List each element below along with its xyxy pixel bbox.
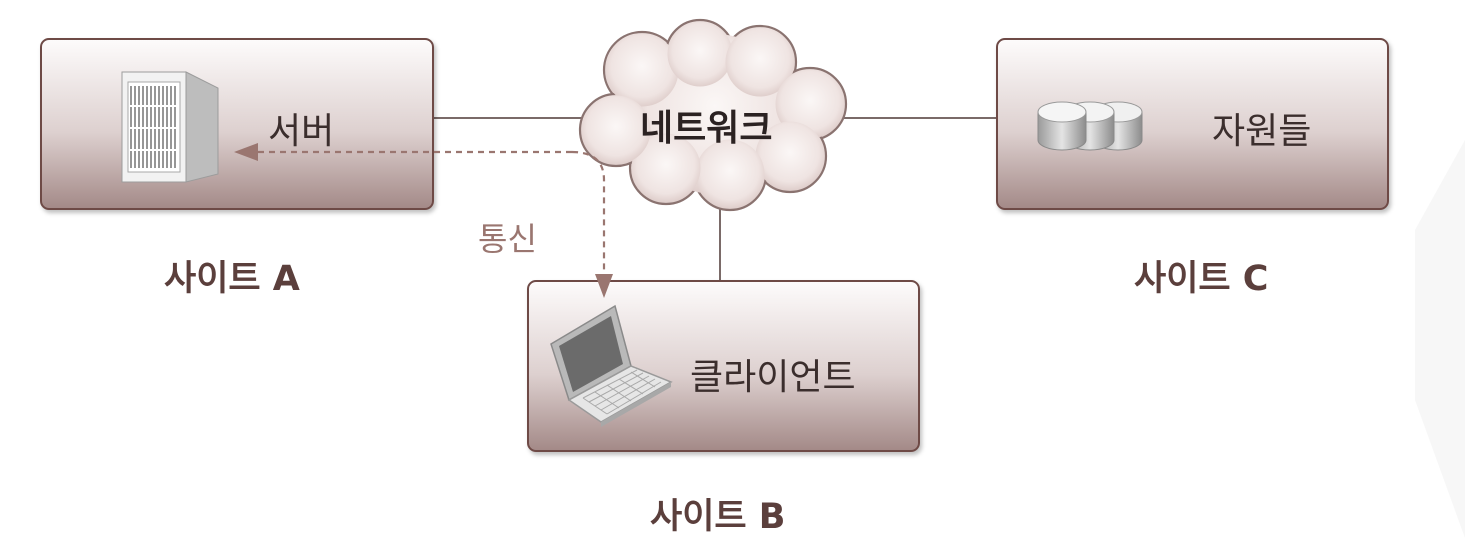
site-c-caption: 사이트 C [1134, 259, 1269, 299]
network-label: 네트워크 [640, 108, 773, 149]
server-label: 서버 [268, 111, 335, 152]
resources-label: 자원들 [1212, 111, 1312, 152]
comm-arrow-to-client [571, 150, 606, 278]
client-label: 클라이언트 [690, 357, 856, 398]
background-decor-shape [1415, 140, 1465, 538]
cloud-icon [578, 18, 848, 212]
disk-stack-icon [1037, 101, 1143, 151]
communication-label: 통신 [478, 220, 537, 258]
site-a-box: 서버 [40, 38, 434, 210]
site-b-caption: 사이트 B [650, 497, 786, 537]
site-c-box: 자원들 [996, 38, 1389, 210]
laptop-icon [550, 304, 673, 427]
comm-arrowhead-server [234, 143, 258, 161]
site-b-box: 클라이언트 [527, 280, 920, 452]
site-a-caption: 사이트 A [164, 259, 300, 299]
server-icon [121, 71, 219, 183]
comm-arrowhead-client [595, 274, 613, 298]
